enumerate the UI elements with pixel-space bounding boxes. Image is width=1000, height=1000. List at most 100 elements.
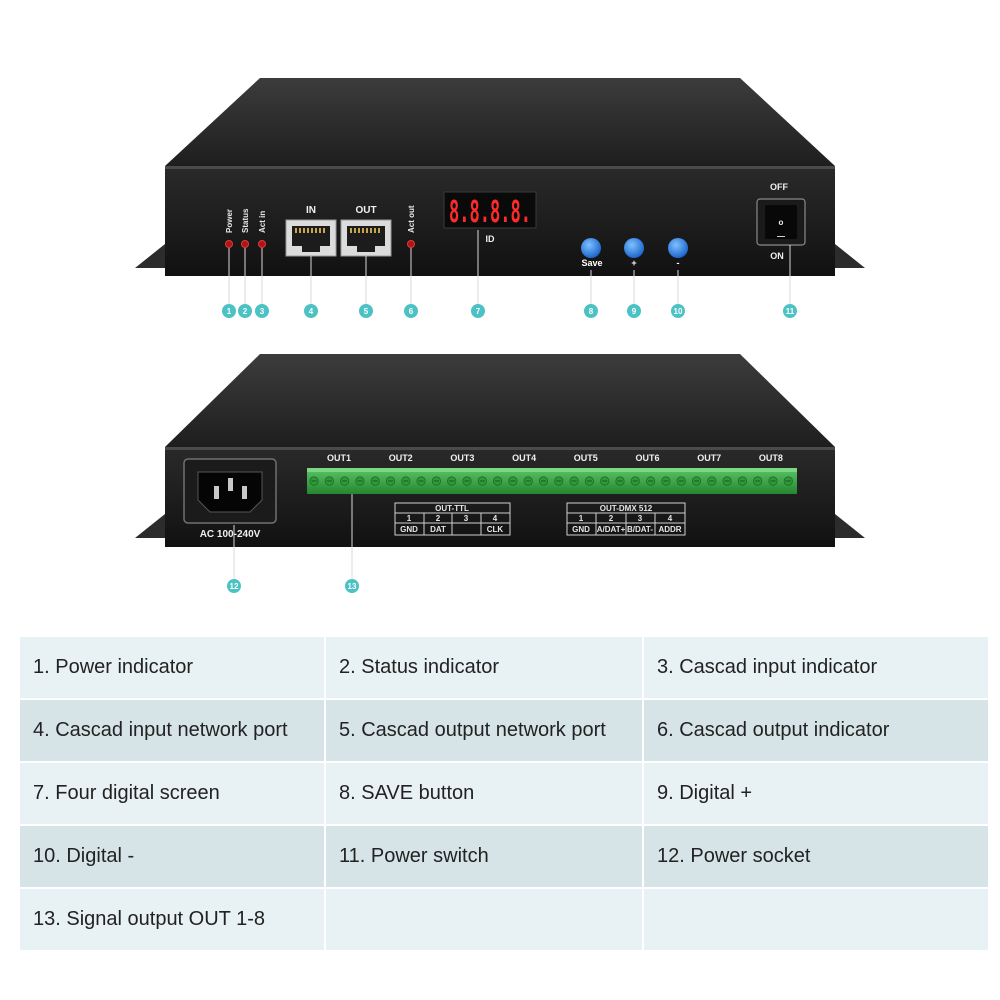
ttl-pin-2: DAT: [430, 525, 446, 534]
callout-3: 3: [255, 304, 269, 318]
svg-text:10: 10: [674, 307, 683, 316]
dmx-pin-2: A/DAT+: [597, 525, 626, 534]
output-label-1: OUT1: [327, 453, 351, 463]
device-diagram: Power Status Act in Act out IN OUT 8.8.8…: [135, 78, 865, 593]
dmx-title: OUT-DMX 512: [600, 504, 653, 513]
dmx-num-2: 2: [609, 514, 614, 523]
legend-cell: 13. Signal output OUT 1-8: [20, 888, 326, 952]
network-port-out[interactable]: [340, 219, 392, 257]
svg-text:1: 1: [227, 307, 232, 316]
legend-cell: 6. Cascad output indicator: [643, 699, 988, 763]
plus-button-label: +: [631, 258, 636, 268]
front-device: [135, 78, 865, 276]
ttl-pin-4: CLK: [487, 525, 504, 534]
minus-button[interactable]: [668, 238, 688, 258]
save-button[interactable]: [581, 238, 601, 258]
output-label-4: OUT4: [512, 453, 536, 463]
act-in-led: [258, 240, 266, 248]
led-label-act-in: Act in: [258, 211, 267, 233]
svg-text:8: 8: [589, 307, 594, 316]
callout-11: 11: [783, 304, 797, 318]
svg-text:4: 4: [309, 307, 314, 316]
output-label-8: OUT8: [759, 453, 783, 463]
status-led: [241, 240, 249, 248]
svg-text:11: 11: [786, 307, 795, 316]
legend-cell: 12. Power socket: [643, 825, 988, 889]
svg-text:3: 3: [260, 307, 265, 316]
output-label-2: OUT2: [389, 453, 413, 463]
port-in-label: IN: [306, 205, 316, 216]
dmx-pin-4: ADDR: [658, 525, 681, 534]
svg-text:13: 13: [348, 582, 357, 591]
callout-13: 13: [345, 579, 359, 593]
save-button-label: Save: [581, 258, 602, 268]
dmx-pin-table: [566, 502, 686, 536]
svg-text:9: 9: [632, 307, 637, 316]
ttl-pin-table: [394, 502, 511, 536]
svg-text:6: 6: [409, 307, 414, 316]
output-label-5: OUT5: [574, 453, 598, 463]
dmx-num-1: 1: [579, 514, 584, 523]
power-switch[interactable]: [756, 198, 806, 246]
legend-row: 13. Signal output OUT 1-8: [20, 888, 988, 952]
legend-cell: [325, 888, 644, 952]
callout-2: 2: [238, 304, 252, 318]
callout-7: 7: [471, 304, 485, 318]
front-callout-lines: [228, 230, 791, 305]
svg-text:12: 12: [230, 582, 239, 591]
legend-cell: 9. Digital +: [643, 762, 988, 826]
ac-voltage-label: AC 100-240V: [200, 529, 261, 540]
network-port-in[interactable]: [285, 219, 337, 257]
dmx-pin-1: GND: [572, 525, 590, 534]
dmx-pin-3: B/DAT-: [627, 525, 653, 534]
svg-text:5: 5: [364, 307, 369, 316]
ttl-num-4: 4: [493, 514, 498, 523]
ttl-pin-1: GND: [400, 525, 418, 534]
led-label-act-out: Act out: [407, 205, 416, 233]
dmx-num-3: 3: [638, 514, 643, 523]
legend-cell: 2. Status indicator: [325, 637, 644, 700]
legend-cell: [643, 888, 988, 952]
legend-cell: 4. Cascad input network port: [20, 699, 326, 763]
switch-o-mark: o: [779, 218, 784, 227]
callout-6: 6: [404, 304, 418, 318]
switch-off-label: OFF: [770, 182, 788, 192]
output-label-3: OUT3: [450, 453, 474, 463]
dmx-num-4: 4: [668, 514, 673, 523]
callout-10: 10: [671, 304, 685, 318]
svg-text:2: 2: [243, 307, 248, 316]
legend-cell: 8. SAVE button: [325, 762, 644, 826]
port-out-label: OUT: [355, 205, 376, 216]
act-out-led: [407, 240, 415, 248]
legend-cell: 5. Cascad output network port: [325, 699, 644, 763]
output-label-6: OUT6: [635, 453, 659, 463]
legend-cell: 11. Power switch: [325, 825, 644, 889]
callout-1: 1: [222, 304, 236, 318]
callout-5: 5: [359, 304, 373, 318]
svg-text:7: 7: [476, 307, 481, 316]
legend-cell: 3. Cascad input indicator: [643, 637, 988, 700]
power-led: [225, 240, 233, 248]
output-label-7: OUT7: [697, 453, 721, 463]
led-label-power: Power: [225, 209, 234, 233]
plus-button[interactable]: [624, 238, 644, 258]
digital-display: 8.8.8.8.: [443, 191, 537, 230]
ttl-num-2: 2: [436, 514, 441, 523]
legend-cell: 1. Power indicator: [20, 637, 326, 700]
terminal-screws: [309, 476, 793, 486]
ttl-title: OUT-TTL: [435, 504, 469, 513]
callout-4: 4: [304, 304, 318, 318]
minus-button-label: -: [677, 258, 680, 268]
switch-dash-mark: —: [777, 232, 785, 241]
legend-cell: 7. Four digital screen: [20, 762, 326, 826]
display-digits: 8.8.8.8.: [449, 195, 531, 230]
power-socket[interactable]: [183, 458, 277, 524]
ttl-num-3: 3: [464, 514, 469, 523]
led-label-status: Status: [241, 208, 250, 233]
legend-cell: 10. Digital -: [20, 825, 326, 889]
display-id-label: ID: [486, 234, 496, 244]
